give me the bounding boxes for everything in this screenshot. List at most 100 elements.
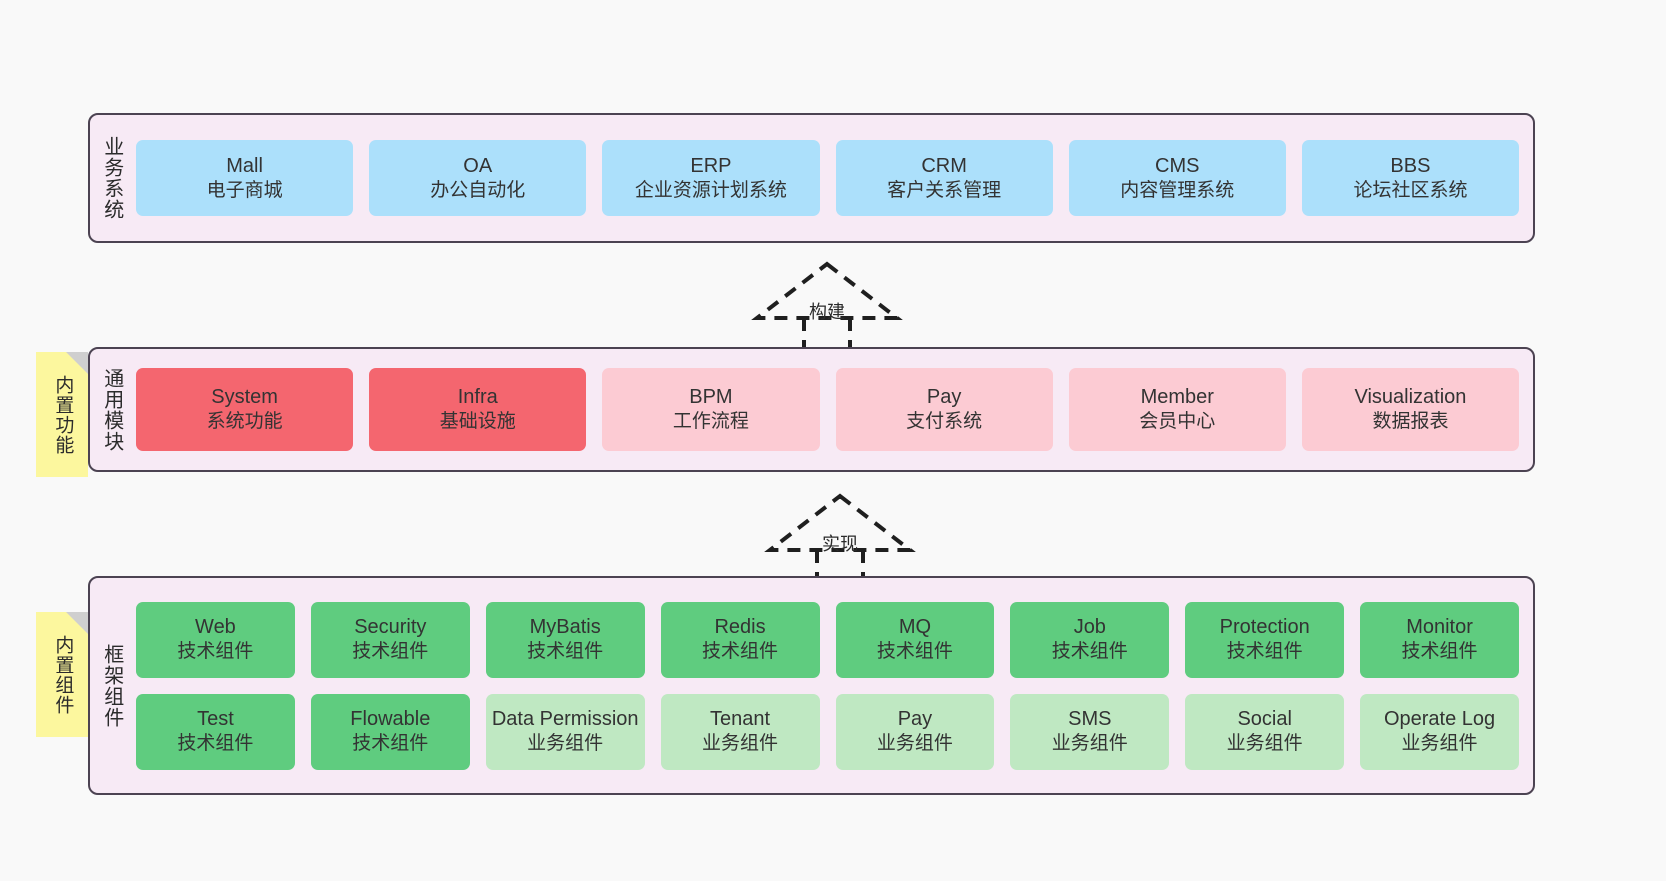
card-pay-component[interactable]: Pay 业务组件 [835, 693, 995, 770]
layer-framework-component-body: Web 技术组件 Security 技术组件 MyBatis 技术组件 Redi… [132, 578, 1533, 793]
card-subtitle: 技术组件 [352, 733, 429, 755]
layer-common-module-title: 通用模块 [100, 367, 123, 452]
card-title: Monitor [1406, 616, 1473, 639]
card-title: Social [1237, 708, 1292, 731]
common-module-row: System 系统功能 Infra 基础设施 BPM 工作流程 Pay 支付系统… [136, 368, 1520, 451]
layer-business-system-body: Mall 电子商城 OA 办公自动化 ERP 企业资源计划系统 CRM 客户关系… [132, 115, 1533, 241]
card-tenant[interactable]: Tenant 业务组件 [660, 693, 820, 770]
card-title: Pay [897, 708, 933, 731]
card-title: MQ [898, 616, 932, 639]
card-cms[interactable]: CMS 内容管理系统 [1068, 140, 1286, 216]
card-subtitle: 系统功能 [206, 411, 283, 433]
card-title: Test [197, 708, 234, 731]
card-title: Flowable [350, 708, 431, 731]
card-title: MyBatis [529, 616, 601, 639]
card-monitor[interactable]: Monitor 技术组件 [1360, 601, 1519, 678]
card-security[interactable]: Security 技术组件 [310, 601, 470, 678]
connector-build: 构建 [747, 258, 907, 354]
card-subtitle: 技术组件 [527, 641, 604, 663]
connector-implement: 实现 [760, 490, 920, 586]
card-subtitle: 电子商城 [206, 179, 283, 201]
card-title: SMS [1068, 708, 1112, 731]
card-bbs[interactable]: BBS 论坛社区系统 [1301, 140, 1520, 216]
card-title: Job [1073, 616, 1106, 639]
card-subtitle: 会员中心 [1139, 411, 1216, 433]
card-title: Infra [457, 386, 498, 409]
card-subtitle: 内容管理系统 [1120, 179, 1235, 201]
card-mybatis[interactable]: MyBatis 技术组件 [485, 601, 645, 678]
card-data-permission[interactable]: Data Permission 业务组件 [485, 693, 645, 770]
card-subtitle: 技术组件 [177, 733, 254, 755]
card-title: Data Permission [491, 708, 639, 731]
sticky-note-builtin-component: 内置组件 [36, 612, 88, 737]
layer-framework-component-title: 框架组件 [100, 643, 123, 728]
card-mq[interactable]: MQ 技术组件 [835, 601, 995, 678]
card-title: System [211, 386, 278, 409]
card-title: Visualization [1354, 386, 1467, 409]
card-subtitle: 办公自动化 [430, 179, 526, 201]
card-protection[interactable]: Protection 技术组件 [1185, 601, 1345, 678]
card-subtitle: 数据报表 [1372, 411, 1449, 433]
card-subtitle: 客户关系管理 [887, 179, 1002, 201]
framework-business-row: Test 技术组件 Flowable 技术组件 Data Permission … [136, 693, 1519, 770]
business-system-row: Mall 电子商城 OA 办公自动化 ERP 企业资源计划系统 CRM 客户关系… [136, 140, 1520, 216]
card-title: ERP [690, 154, 732, 177]
card-title: Redis [714, 616, 766, 639]
card-subtitle: 基础设施 [439, 411, 516, 433]
card-title: OA [463, 154, 493, 177]
card-operate-log[interactable]: Operate Log 业务组件 [1360, 693, 1519, 770]
card-oa[interactable]: OA 办公自动化 [369, 140, 587, 216]
card-system[interactable]: System 系统功能 [136, 368, 354, 451]
generalization-arrowhead-icon [764, 493, 916, 552]
card-title: Pay [926, 386, 962, 409]
sticky-note-builtin-feature: 内置功能 [36, 352, 88, 477]
card-web[interactable]: Web 技术组件 [136, 601, 295, 678]
card-title: BPM [689, 386, 733, 409]
card-subtitle: 技术组件 [1226, 641, 1303, 663]
card-title: Security [354, 616, 427, 639]
card-subtitle: 业务组件 [1051, 733, 1128, 755]
card-infra[interactable]: Infra 基础设施 [369, 368, 587, 451]
card-title: CRM [921, 154, 967, 177]
card-flowable[interactable]: Flowable 技术组件 [310, 693, 470, 770]
card-subtitle: 技术组件 [1401, 641, 1478, 663]
layer-common-module-body: System 系统功能 Infra 基础设施 BPM 工作流程 Pay 支付系统… [132, 349, 1533, 470]
card-erp[interactable]: ERP 企业资源计划系统 [602, 140, 820, 216]
connector-implement-label: 实现 [822, 534, 858, 554]
card-subtitle: 支付系统 [906, 411, 983, 433]
card-subtitle: 论坛社区系统 [1353, 179, 1468, 201]
card-title: Protection [1219, 616, 1310, 639]
card-member[interactable]: Member 会员中心 [1068, 368, 1286, 451]
card-title: CMS [1155, 154, 1200, 177]
card-title: Member [1140, 386, 1214, 409]
card-pay-module[interactable]: Pay 支付系统 [835, 368, 1053, 451]
card-visualization[interactable]: Visualization 数据报表 [1301, 368, 1520, 451]
card-subtitle: 技术组件 [1051, 641, 1128, 663]
generalization-arrowhead-icon [751, 261, 903, 320]
layer-business-system-title: 业务系统 [100, 136, 123, 220]
layer-business-system: 业务系统 Mall 电子商城 OA 办公自动化 ERP 企业资源计划系统 CRM… [88, 113, 1535, 243]
card-job[interactable]: Job 技术组件 [1010, 601, 1170, 678]
card-subtitle: 技术组件 [352, 641, 429, 663]
card-subtitle: 业务组件 [702, 733, 779, 755]
card-subtitle: 技术组件 [876, 641, 953, 663]
card-subtitle: 技术组件 [702, 641, 779, 663]
card-subtitle: 技术组件 [177, 641, 254, 663]
card-test[interactable]: Test 技术组件 [136, 693, 295, 770]
card-subtitle: 业务组件 [876, 733, 953, 755]
card-subtitle: 业务组件 [1226, 733, 1303, 755]
card-crm[interactable]: CRM 客户关系管理 [835, 140, 1053, 216]
card-sms[interactable]: SMS 业务组件 [1010, 693, 1170, 770]
card-mall[interactable]: Mall 电子商城 [136, 140, 354, 216]
card-bpm[interactable]: BPM 工作流程 [602, 368, 820, 451]
card-title: Operate Log [1383, 708, 1496, 731]
layer-common-module: 通用模块 System 系统功能 Infra 基础设施 BPM 工作流程 Pay… [88, 347, 1535, 472]
card-subtitle: 业务组件 [527, 733, 604, 755]
card-title: BBS [1390, 154, 1431, 177]
card-redis[interactable]: Redis 技术组件 [660, 601, 820, 678]
card-title: Web [195, 616, 236, 639]
framework-technical-row: Web 技术组件 Security 技术组件 MyBatis 技术组件 Redi… [136, 601, 1519, 678]
card-social[interactable]: Social 业务组件 [1185, 693, 1345, 770]
sticky-note-builtin-feature-label: 内置功能 [52, 374, 74, 455]
